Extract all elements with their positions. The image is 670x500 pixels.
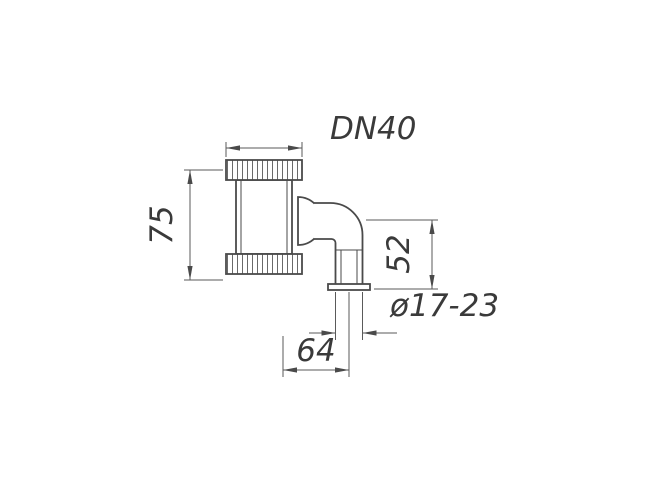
arrowhead-left xyxy=(283,367,297,373)
arrowhead-top xyxy=(187,170,193,184)
arrowhead-right xyxy=(335,367,349,373)
fitting-outline xyxy=(225,159,371,291)
top-coupling-nut xyxy=(225,159,303,181)
arrowhead-bottom xyxy=(429,275,435,289)
arrowhead-bottom xyxy=(187,266,193,280)
dimension-52: 52 xyxy=(366,219,438,290)
dim-label-64: 64 xyxy=(296,333,335,369)
arrowhead-left xyxy=(321,330,336,336)
dim-label-dn40: DN40 xyxy=(330,111,417,147)
bottom-coupling-nut xyxy=(225,253,303,275)
dimension-dn40: DN40 xyxy=(225,111,417,157)
dimension-75: 75 xyxy=(144,169,223,281)
dimension-diameter: ø17-23 xyxy=(309,288,499,340)
arrowhead-top xyxy=(429,220,435,234)
elbow-outlet-outline xyxy=(314,202,364,284)
arrowhead-left xyxy=(226,145,240,151)
elbow-outlet-fill xyxy=(314,203,363,284)
arrowhead-right xyxy=(362,330,377,336)
dimensions-layer: DN40 75 52 xyxy=(144,111,499,377)
dim-label-75: 75 xyxy=(144,205,180,244)
dim-label-52: 52 xyxy=(381,234,417,273)
pipe-body xyxy=(235,179,293,255)
arrowhead-right xyxy=(288,145,302,151)
dim-label-diameter: ø17-23 xyxy=(389,288,499,324)
dimension-64: 64 xyxy=(282,292,350,377)
outlet-flange xyxy=(327,283,371,291)
